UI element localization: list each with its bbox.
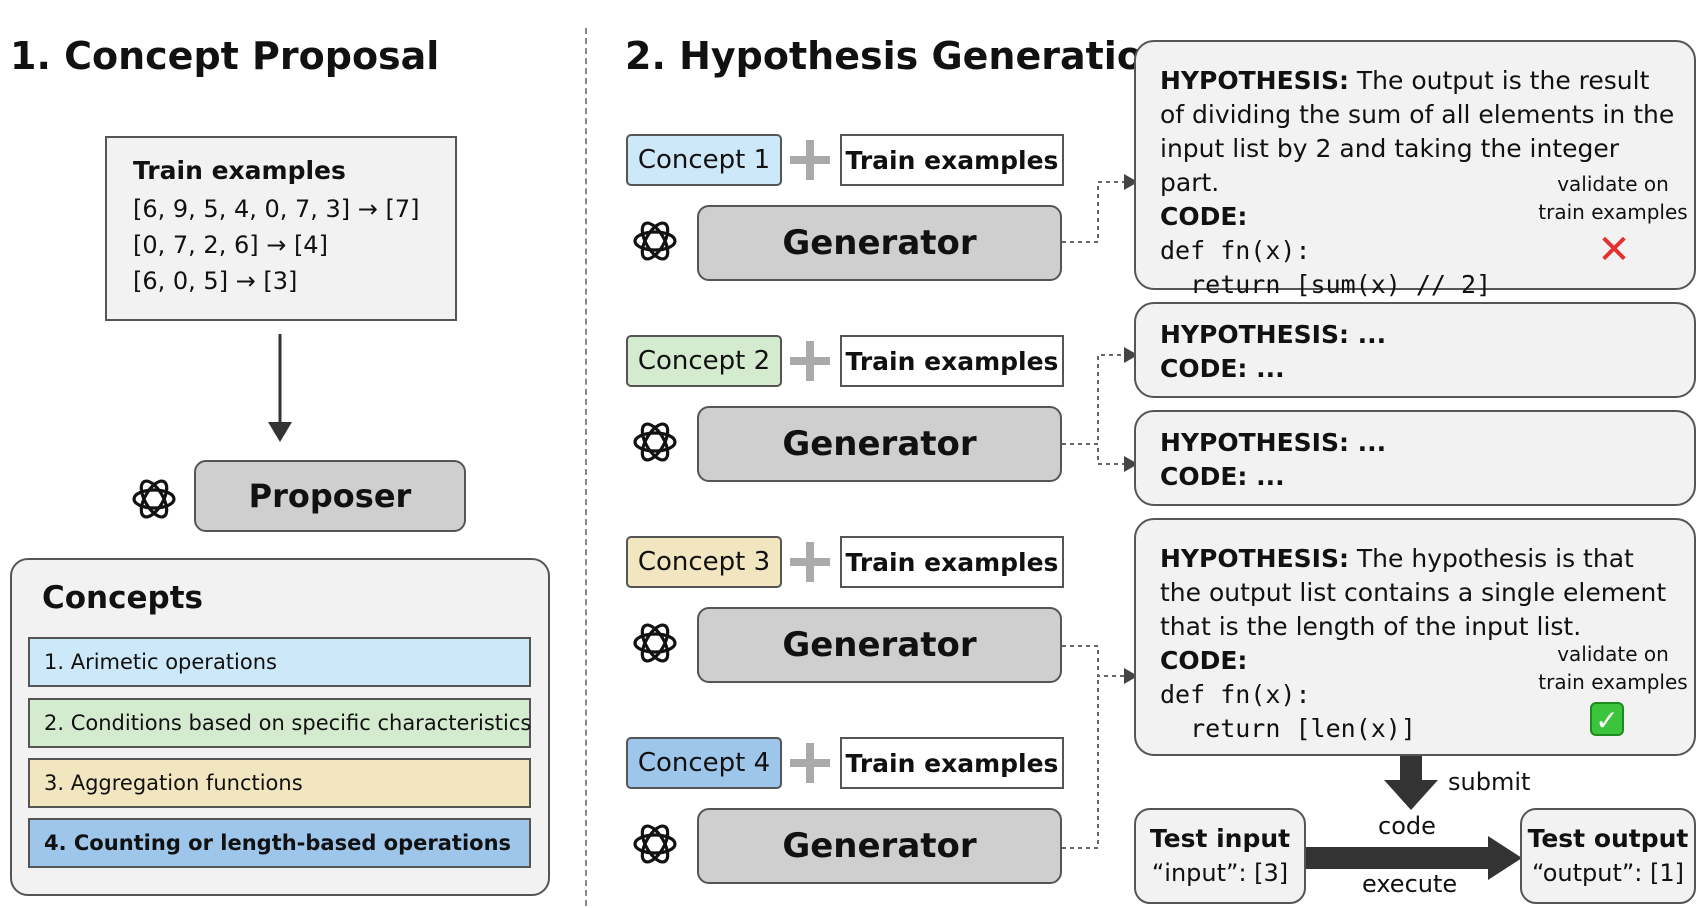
code-line: CODE: ... [1160, 462, 1285, 491]
openai-logo-icon [132, 475, 176, 523]
train-example-line: [6, 0, 5] → [3] [133, 267, 298, 295]
hypothesis-generation-title: 2. Hypothesis Generation [625, 34, 1170, 78]
hypothesis-label: HYPOTHESIS: [1160, 544, 1349, 573]
openai-logo-icon [633, 820, 677, 868]
code-label: CODE: [1160, 646, 1248, 675]
validate-line: validate on [1557, 642, 1669, 666]
hypothesis-text: The hypothesis is that the output list c… [1160, 544, 1667, 641]
openai-logo-icon [633, 418, 677, 466]
hypothesis-text: The output is the result of dividing the… [1160, 66, 1675, 197]
train-example-line: [6, 9, 5, 4, 0, 7, 3] → [7] [133, 195, 420, 223]
dotted-connectors [1062, 174, 1138, 849]
validate-line: train examples [1538, 200, 1688, 224]
plus-icon [790, 140, 830, 180]
train-examples-box: Train examples [6, 9, 5, 4, 0, 7, 3] → [… [105, 136, 457, 321]
code-line: def fn(x): [1160, 236, 1311, 265]
openai-logo-icon [633, 619, 677, 667]
code-label: CODE: [1160, 202, 1248, 231]
plus-icon [790, 743, 830, 783]
generator-box: Generator [697, 205, 1062, 281]
validate-line: train examples [1538, 670, 1688, 694]
execute-label: execute [1362, 870, 1458, 898]
concept-2-box: Concept 2 [626, 335, 782, 387]
train-examples-header: Train examples [133, 156, 346, 185]
plus-icon [790, 341, 830, 381]
plus-icon [790, 542, 830, 582]
train-examples-box: Train examples [840, 737, 1064, 789]
concept-3-box: Concept 3 [626, 536, 782, 588]
concept-1-box: Concept 1 [626, 134, 782, 186]
hypothesis-card-1: HYPOTHESIS: The output is the result of … [1134, 40, 1696, 299]
hypothesis-card-2: HYPOTHESIS: ... CODE: ... [1134, 302, 1696, 398]
test-input-box: Test input “input”: [3] [1134, 808, 1306, 904]
check-mark-icon: ✓ [1590, 702, 1624, 737]
validate-label: validate on train examples [1538, 170, 1688, 226]
code-label: code [1378, 812, 1436, 840]
concept-item-1: 1. Arimetic operations [28, 637, 531, 687]
concept-item-4: 4. Counting or length-based operations [28, 818, 531, 868]
validate-line: validate on [1557, 172, 1669, 196]
cross-mark-icon: ✕ [1597, 227, 1631, 273]
train-examples-box: Train examples [840, 536, 1064, 588]
hypothesis-line: HYPOTHESIS: ... [1160, 428, 1387, 457]
code-line: CODE: ... [1160, 354, 1285, 383]
test-output-header: Test output [1527, 824, 1689, 853]
proposer-box: Proposer [194, 460, 466, 532]
concept-proposal-title: 1. Concept Proposal [10, 34, 440, 78]
openai-logo-icon [633, 217, 677, 265]
execute-arrow-icon [1306, 836, 1522, 880]
code-line: def fn(x): [1160, 680, 1311, 709]
generator-box: Generator [697, 808, 1062, 884]
validate-label: validate on train examples [1538, 640, 1688, 696]
generator-box: Generator [697, 406, 1062, 482]
hypothesis-line: HYPOTHESIS: ... [1160, 320, 1387, 349]
submit-arrow-icon [1384, 756, 1438, 810]
code-line: return [len(x)] [1160, 714, 1416, 743]
generator-box: Generator [697, 607, 1062, 683]
train-examples-box: Train examples [840, 134, 1064, 186]
down-arrow-icon [268, 334, 292, 442]
train-examples-box: Train examples [840, 335, 1064, 387]
concept-item-2: 2. Conditions based on specific characte… [28, 698, 531, 748]
submit-label: submit [1448, 768, 1531, 796]
test-input-value: “input”: [3] [1151, 859, 1289, 887]
test-output-value: “output”: [1] [1532, 859, 1684, 887]
section-divider [585, 28, 587, 906]
code-line: return [sum(x) // 2] [1160, 270, 1492, 299]
concept-4-box: Concept 4 [626, 737, 782, 789]
concepts-header: Concepts [42, 580, 203, 616]
concept-item-3: 3. Aggregation functions [28, 758, 531, 808]
test-output-box: Test output “output”: [1] [1520, 808, 1696, 904]
hypothesis-label: HYPOTHESIS: [1160, 66, 1349, 95]
train-example-line: [0, 7, 2, 6] → [4] [133, 231, 328, 259]
test-input-header: Test input [1149, 824, 1291, 853]
hypothesis-card-3: HYPOTHESIS: ... CODE: ... [1134, 410, 1696, 506]
